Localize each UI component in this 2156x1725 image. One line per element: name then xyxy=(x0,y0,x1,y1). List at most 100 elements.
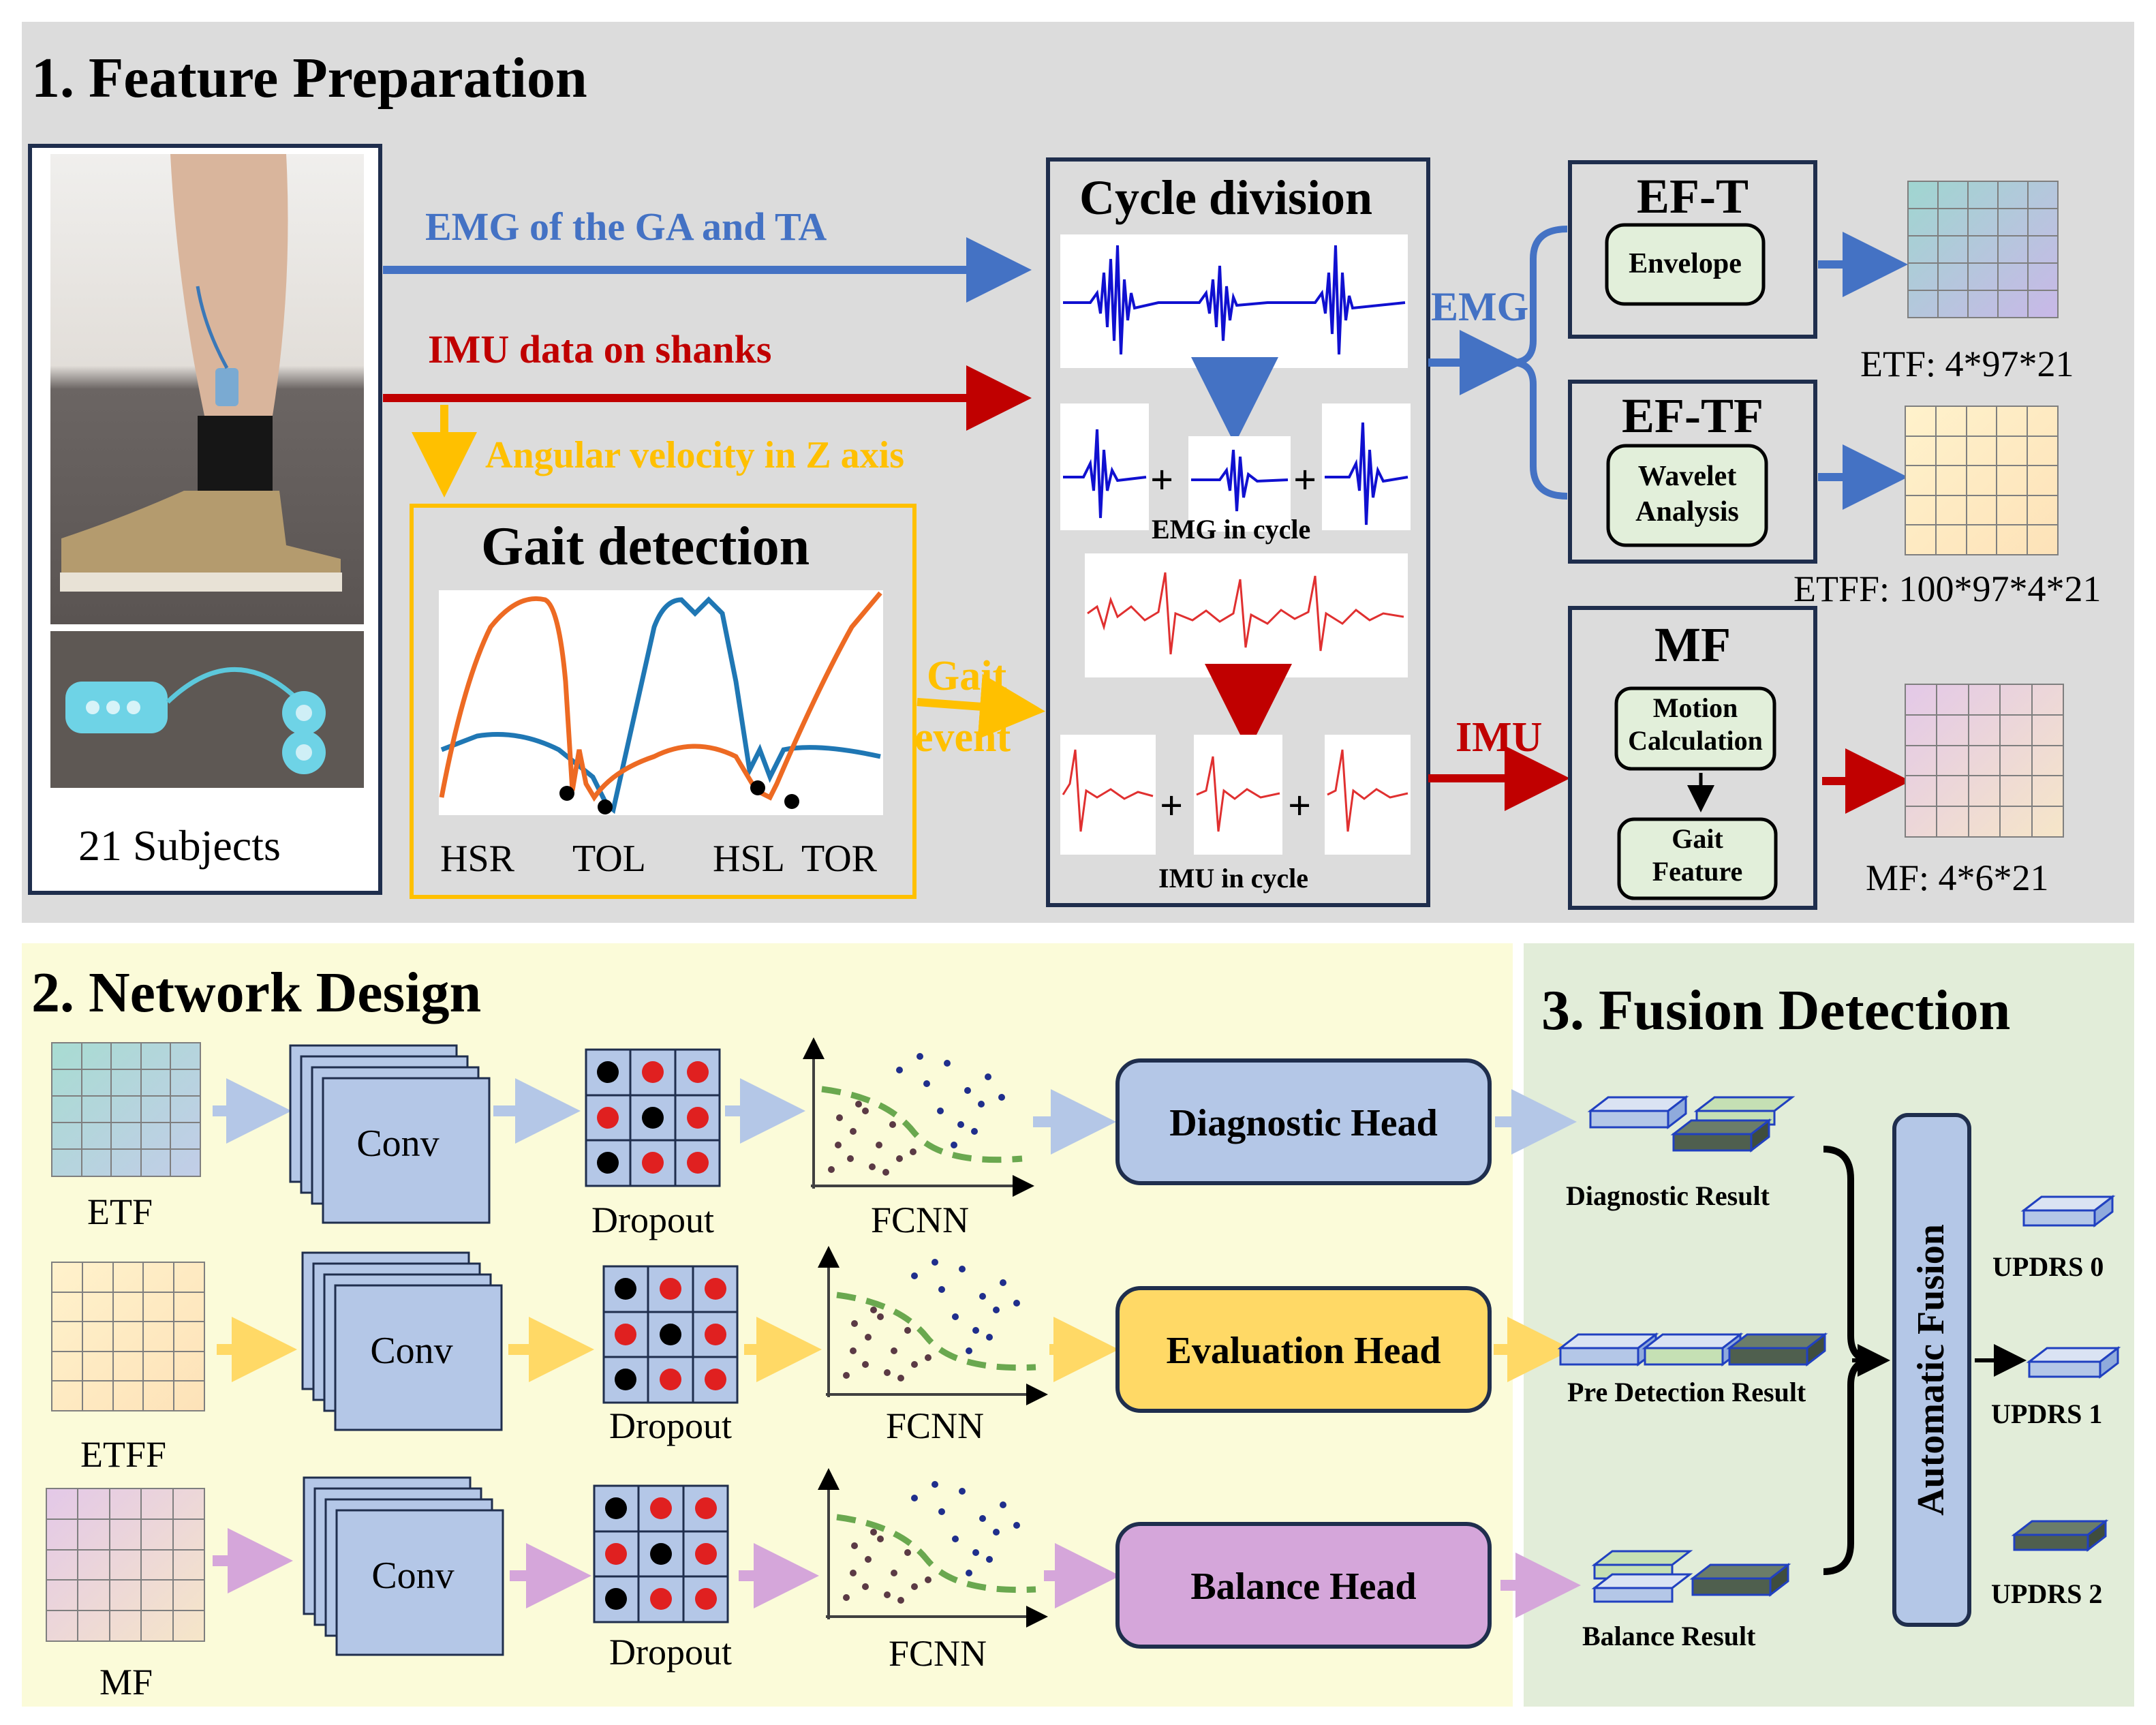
wavelet-box xyxy=(1606,444,1768,547)
etff-matrix xyxy=(1905,406,2059,555)
emg-arrow-label: EMG of the GA and TA xyxy=(425,204,827,249)
imu-signal-panel xyxy=(1085,553,1408,677)
section1-title: 1. Feature Preparation xyxy=(31,46,587,110)
imu-cycle-panel-2 xyxy=(1194,735,1282,855)
fcnn-plot-2 xyxy=(818,1246,1048,1405)
emg-brace xyxy=(1513,226,1568,500)
conv-label-3: Conv xyxy=(371,1555,454,1597)
angular-label: Angular velocity in Z axis xyxy=(485,434,904,476)
sensor-device-photo xyxy=(50,631,364,788)
gait-plot-area xyxy=(439,590,883,815)
dropout-grid-1 xyxy=(585,1048,721,1187)
imu-cycle-signal-2 xyxy=(1196,756,1280,832)
motion-calc-label-1: Motion xyxy=(1653,692,1738,723)
gait-feature-box xyxy=(1617,817,1778,900)
etf-dim-label: ETF: 4*97*21 xyxy=(1860,344,2074,384)
eft-title: EF-T xyxy=(1637,169,1749,224)
gait-event-label-1: Gait xyxy=(927,653,1006,699)
gait-event-hsl: HSL xyxy=(713,838,785,880)
imu-cycle-panel-3 xyxy=(1325,735,1411,855)
balance-head xyxy=(1115,1522,1492,1649)
etff-input-matrix xyxy=(51,1262,205,1411)
diagnostic-result-label: Diagnostic Result xyxy=(1566,1180,1770,1211)
mf-dim-label: MF: 4*6*21 xyxy=(1866,857,2049,898)
wavelet-label-2: Analysis xyxy=(1635,496,1739,528)
gait-detection-box xyxy=(410,504,917,899)
section3-title: 3. Fusion Detection xyxy=(1541,979,2010,1042)
etff-input-label: ETFF xyxy=(80,1434,166,1475)
envelope-box xyxy=(1605,223,1766,306)
etff-dim-label: ETFF: 100*97*4*21 xyxy=(1793,568,2101,609)
emg-cycle-signal-1 xyxy=(1063,429,1147,519)
gait-event-dot xyxy=(598,799,613,814)
conv-label-1: Conv xyxy=(356,1123,439,1165)
fcnn-label-3: FCNN xyxy=(889,1633,987,1674)
subjects-label: 21 Subjects xyxy=(78,821,281,870)
gait-event-dot xyxy=(750,780,765,795)
automatic-fusion-label: Automatic Fusion xyxy=(1910,1224,1952,1516)
dropout-grid-3 xyxy=(593,1484,729,1623)
gait-event-dot xyxy=(559,786,574,801)
mf-input-matrix xyxy=(46,1488,205,1642)
balance-result-slabs xyxy=(1591,1550,1791,1603)
balance-result-label: Balance Result xyxy=(1582,1621,1756,1651)
etf-matrix xyxy=(1907,181,2059,318)
updrs2-label: UPDRS 2 xyxy=(1991,1578,2102,1609)
emg-cycle-signal-2 xyxy=(1191,449,1289,512)
dropout-grid-2 xyxy=(602,1265,739,1404)
gait-event-arrow xyxy=(917,673,1045,739)
fcnn-plot-1 xyxy=(803,1037,1034,1197)
conv-stack-1 xyxy=(289,1044,491,1224)
motion-calc-label-2: Calculation xyxy=(1628,725,1763,756)
mf-title: MF xyxy=(1654,617,1731,672)
gait-event-hsr: HSR xyxy=(440,838,515,880)
updrs0-slab xyxy=(2020,1194,2116,1228)
etf-input-matrix xyxy=(51,1042,201,1177)
gait-blue-curve xyxy=(440,596,881,814)
dropout-label-1: Dropout xyxy=(591,1200,714,1240)
pre-detection-result-slabs xyxy=(1557,1332,1828,1367)
gait-feature-label-2: Feature xyxy=(1652,856,1743,887)
mf-matrix xyxy=(1905,684,2064,838)
envelope-label: Envelope xyxy=(1629,248,1742,279)
fcnn-label-2: FCNN xyxy=(886,1405,984,1446)
fcnn-plot-3 xyxy=(818,1468,1048,1628)
updrs2-slab xyxy=(2011,1518,2109,1553)
updrs1-slab xyxy=(2026,1345,2121,1379)
imu-plus-1: + xyxy=(1160,783,1183,828)
gait-event-tol: TOL xyxy=(572,838,646,880)
gait-feature-label-1: Gait xyxy=(1672,823,1723,854)
section2-title: 2. Network Design xyxy=(31,961,481,1024)
emg-cycle-signal-3 xyxy=(1325,422,1408,525)
imu-cycle-signal-1 xyxy=(1062,749,1154,832)
emg-signal xyxy=(1063,245,1406,355)
diagnostic-head xyxy=(1115,1058,1492,1185)
diagnostic-head-label: Diagnostic Head xyxy=(1169,1102,1438,1144)
imu-plus-2: + xyxy=(1288,783,1311,828)
mf-input-label: MF xyxy=(99,1662,153,1703)
imu-arrow-label: IMU data on shanks xyxy=(428,327,771,371)
automatic-fusion-box xyxy=(1892,1113,1971,1627)
dropout-label-2: Dropout xyxy=(609,1405,732,1446)
dropout-label-3: Dropout xyxy=(609,1632,732,1673)
evaluation-head-label: Evaluation Head xyxy=(1167,1330,1441,1372)
imu-signal xyxy=(1087,572,1404,655)
updrs0-label: UPDRS 0 xyxy=(1992,1251,2104,1282)
evaluation-head xyxy=(1115,1286,1492,1413)
wavelet-label-1: Wavelet xyxy=(1638,461,1737,492)
imu-in-cycle-label: IMU in cycle xyxy=(1158,863,1308,894)
etf-input-label: ETF xyxy=(87,1191,153,1232)
eftf-title: EF-TF xyxy=(1622,388,1764,443)
gait-event-label-2: event xyxy=(914,714,1011,761)
balance-head-label: Balance Head xyxy=(1190,1566,1416,1608)
motion-calc-box xyxy=(1614,686,1776,771)
gait-detection-title: Gait detection xyxy=(481,517,810,577)
emg-branch-label: EMG xyxy=(1431,284,1528,329)
emg-in-cycle-label: EMG in cycle xyxy=(1152,514,1310,545)
gait-event-tor: TOR xyxy=(801,838,878,880)
gait-event-dot xyxy=(784,794,799,809)
leg-photo xyxy=(50,154,364,624)
diagnostic-result-slabs xyxy=(1587,1095,1796,1153)
gait-orange-curve xyxy=(439,591,882,802)
conv-stack-2 xyxy=(301,1251,503,1431)
